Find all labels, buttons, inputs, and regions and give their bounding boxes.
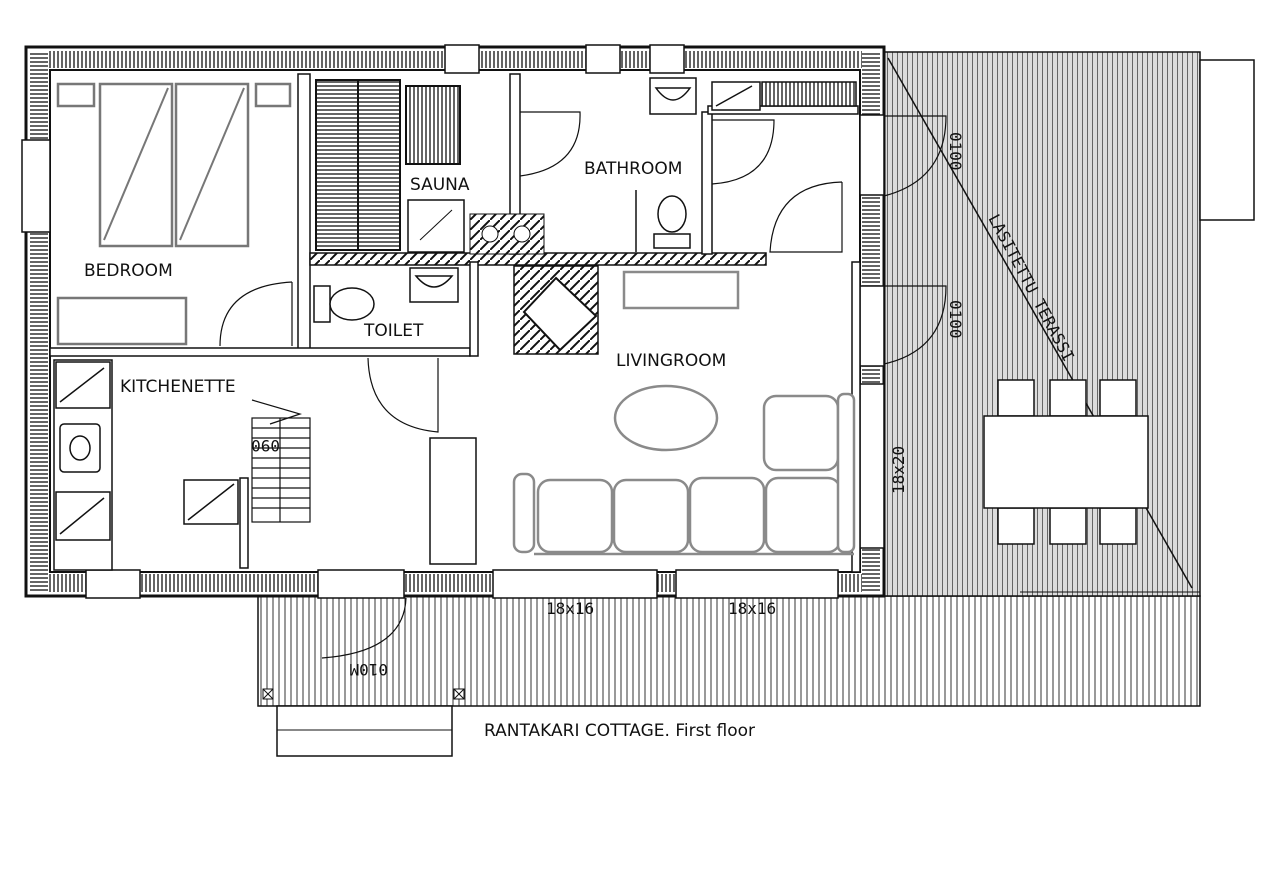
entry-cabinet bbox=[429, 437, 477, 565]
toilet-fixtures bbox=[313, 267, 459, 323]
dim-window-south-1: 18x16 bbox=[546, 599, 594, 618]
fireplace bbox=[513, 265, 599, 355]
room-label-toilet: TOILET bbox=[363, 321, 424, 341]
dim-door-terrace-2: 0100 bbox=[946, 300, 965, 339]
room-label-kitchenette: KITCHENETTE bbox=[120, 377, 236, 397]
entry-step bbox=[276, 705, 453, 757]
livingroom-furniture bbox=[512, 270, 856, 556]
room-label-bedroom: BEDROOM bbox=[84, 261, 173, 281]
kitchenette-units bbox=[53, 359, 249, 571]
room-label-sauna: SAUNA bbox=[410, 175, 470, 195]
interior-walls bbox=[49, 73, 861, 573]
dim-door-terrace-1: 0100 bbox=[946, 132, 965, 171]
sauna-stove bbox=[405, 85, 461, 165]
dim-window-south-2: 18x16 bbox=[728, 599, 776, 618]
terrace-side-step bbox=[1199, 59, 1255, 221]
stairs bbox=[251, 399, 311, 523]
shower-glass bbox=[407, 199, 465, 253]
dim-door-entry: 010M bbox=[349, 660, 388, 679]
south-deck bbox=[257, 595, 1201, 707]
terrace-dining-set bbox=[983, 379, 1149, 545]
bathroom-fixtures bbox=[635, 77, 857, 252]
bedroom-furniture bbox=[56, 82, 292, 346]
dim-stairs: 090 bbox=[251, 436, 280, 455]
room-label-livingroom: LIVINGROOM bbox=[616, 351, 726, 371]
plan-caption: RANTAKARI COTTAGE. First floor bbox=[484, 721, 755, 741]
dim-window-east: 18x20 bbox=[889, 446, 908, 494]
room-label-bathroom: BATHROOM bbox=[584, 159, 682, 179]
